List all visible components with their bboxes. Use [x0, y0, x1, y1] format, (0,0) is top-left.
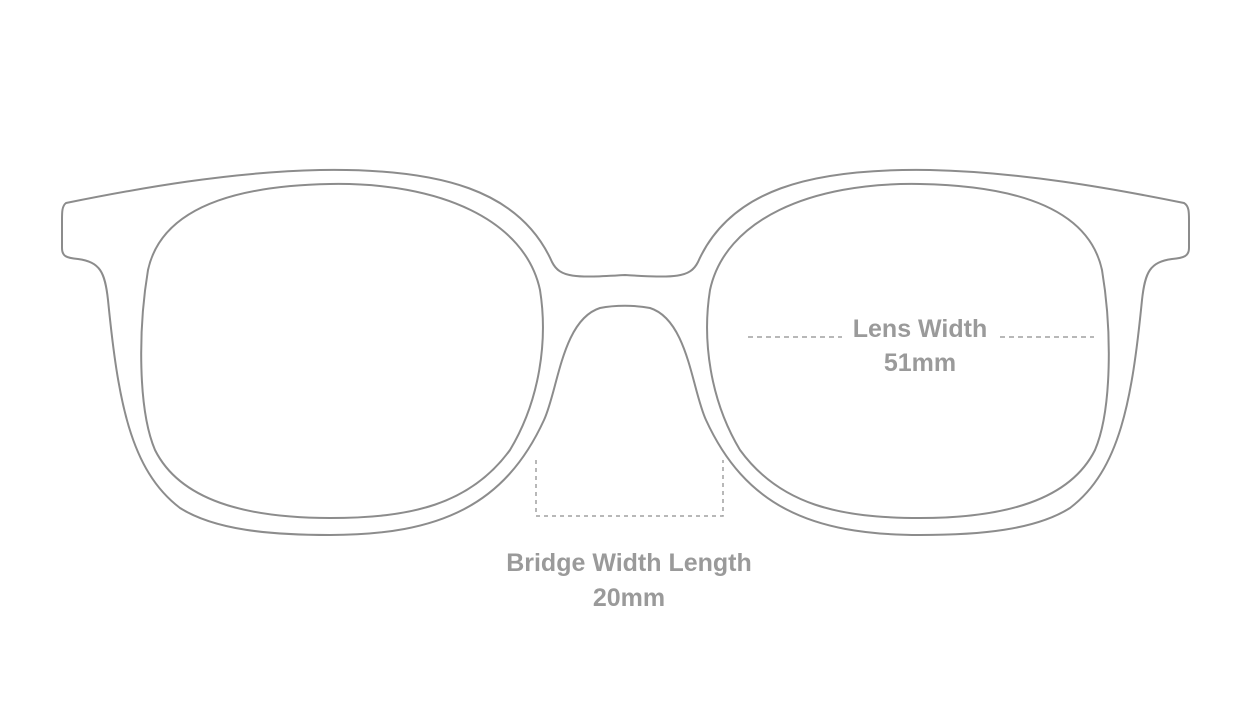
bridge-width-dimension-bracket [535, 460, 724, 517]
right-lens-outline [706, 182, 1110, 520]
left-lens-outline [140, 182, 544, 520]
bridge-width-value: 20mm [592, 584, 666, 612]
lens-width-label: Lens Width [852, 315, 988, 343]
lens-width-value: 51mm [883, 349, 957, 377]
bridge-width-label: Bridge Width Length [506, 549, 752, 577]
frame-outer-outline [61, 168, 1190, 537]
